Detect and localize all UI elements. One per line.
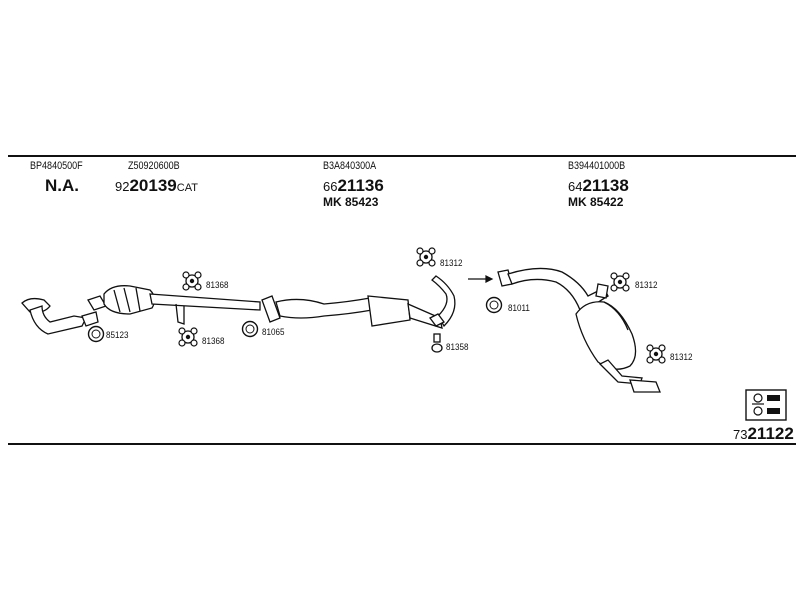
hanger-81312-rear-bottom-icon <box>646 344 666 364</box>
label-85123: 85123 <box>106 330 129 341</box>
gasket-81065-icon <box>241 320 259 338</box>
mounting-kit-icon <box>745 389 787 421</box>
centre-pipe-middle-silencer <box>261 275 456 329</box>
gasket-81011-icon <box>485 296 503 314</box>
col3-num-prefix: 66 <box>323 179 338 194</box>
label-81368-bottom: 81368 <box>202 336 225 347</box>
label-81358: 81358 <box>446 342 469 353</box>
col2-code: Z50920600B <box>128 160 180 172</box>
label-81011: 81011 <box>508 303 530 314</box>
hanger-81368-bottom-icon <box>178 327 198 347</box>
col4-num-prefix: 64 <box>568 179 583 194</box>
rear-silencer <box>497 267 661 393</box>
hanger-81368-top-icon <box>182 271 202 291</box>
hanger-81312-rear-top-icon <box>610 272 630 292</box>
col3-number: 6621136 <box>323 176 384 196</box>
col3-mk: MK 85423 <box>323 195 379 209</box>
col4-mk: MK 85422 <box>568 195 624 209</box>
col2-number: 9220139CAT <box>115 176 198 196</box>
col4-number: 6421138 <box>568 176 629 196</box>
clamp-81358-icon <box>431 333 443 353</box>
bottom-rule <box>8 443 796 445</box>
footer-num-main: 21122 <box>747 424 794 443</box>
catalytic-converter <box>87 285 261 325</box>
label-81312-rear-bottom: 81312 <box>670 352 693 363</box>
col2-num-prefix: 92 <box>115 179 130 194</box>
col4-num-main: 21138 <box>582 176 629 195</box>
footer-num-prefix: 73 <box>733 427 748 442</box>
col1-code: BP4840500F <box>30 160 83 172</box>
connection-arrow-icon <box>468 275 494 283</box>
gasket-85123-icon <box>87 325 105 343</box>
col1-name: N.A. <box>45 176 79 195</box>
footer-kit-number: 7321122 <box>733 424 794 444</box>
top-rule <box>8 155 796 157</box>
col2-num-suffix: CAT <box>176 182 198 194</box>
col3-code: B3A840300A <box>323 160 377 172</box>
hanger-81312-centre-icon <box>416 247 436 267</box>
label-81312-rear-top: 81312 <box>635 280 658 291</box>
label-81312-centre: 81312 <box>440 258 463 269</box>
label-81065: 81065 <box>262 327 285 338</box>
col3-num-main: 21136 <box>337 176 384 195</box>
label-81368-top: 81368 <box>206 280 229 291</box>
col4-code: B394401000B <box>568 160 626 172</box>
col2-num-main: 20139 <box>129 176 177 195</box>
front-pipe <box>21 297 99 335</box>
